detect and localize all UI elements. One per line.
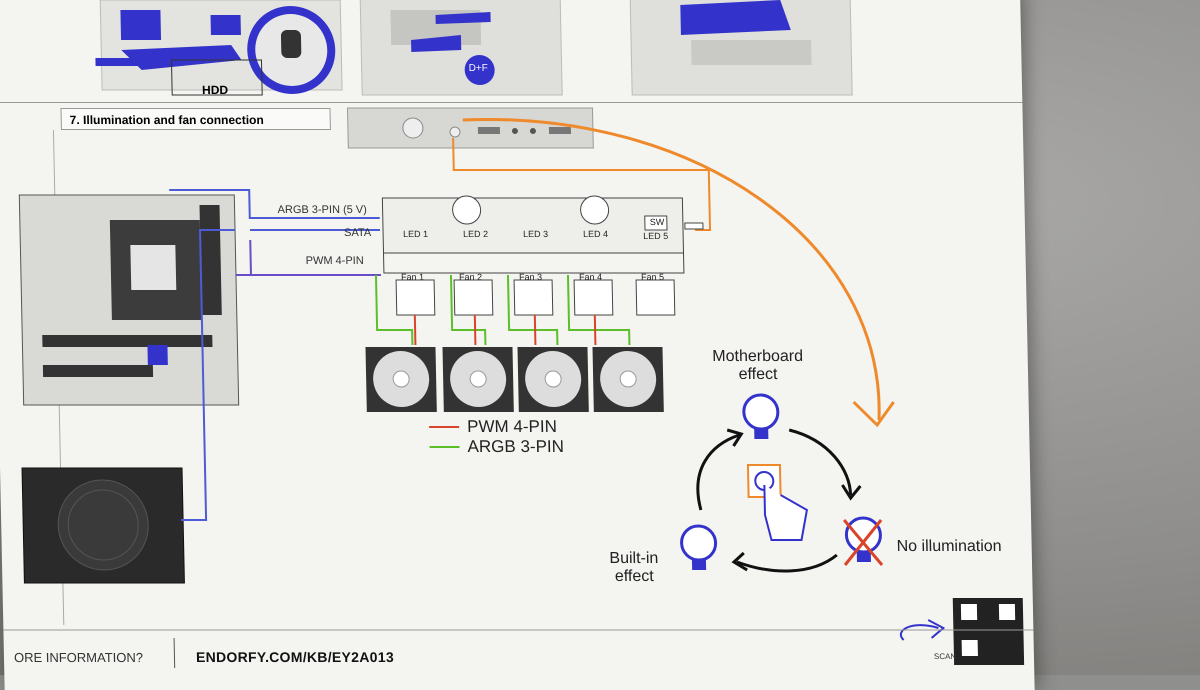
more-info-text: ORE INFORMATION?	[13, 650, 144, 665]
label-builtin-effect: Built-in effect	[609, 550, 659, 585]
label-no-illumination: No illumination	[896, 538, 1002, 555]
manual-page: HDD D+F 7. Illumination and fan connecti…	[0, 0, 1035, 690]
hub-led-2: LED 2	[463, 229, 489, 239]
hub-fan-5: Fan 5	[640, 272, 665, 282]
hub-fan-4: Fan 4	[578, 272, 603, 282]
hub-fan-1: Fan 1	[400, 272, 425, 282]
sata-wire-label: SATA	[343, 227, 372, 239]
legend-pwm: PWM 4-PIN	[466, 417, 558, 436]
hub-led-3: LED 3	[523, 229, 549, 239]
led-button	[449, 126, 461, 138]
hub-led-1: LED 1	[403, 229, 429, 239]
usb-port-2	[548, 127, 572, 134]
legend-argb: ARGB 3-PIN	[467, 437, 565, 456]
hub-fan-2: Fan 2	[458, 272, 483, 282]
bulb-builtin	[680, 524, 718, 570]
connection-diagram	[3, 107, 1034, 665]
case-illustrations	[95, 0, 853, 96]
power-button	[402, 117, 424, 139]
bulb-none	[842, 516, 884, 566]
pwm-wire-label: PWM 4-PIN	[305, 255, 364, 267]
fan-hub	[381, 197, 685, 254]
usb-port-1	[477, 127, 501, 134]
hub-fan-3: Fan 3	[518, 272, 543, 282]
hub-sw-label: SW	[649, 217, 665, 227]
footer-url[interactable]: ENDORFY.COM/KB/EY2A013	[195, 649, 395, 665]
hub-led-5: LED 5	[643, 231, 669, 241]
label-motherboard-effect: Motherboard effect	[712, 348, 804, 383]
hub-led-4: LED 4	[583, 229, 609, 239]
hand-icon	[763, 485, 809, 541]
argb-wire-label: ARGB 3-PIN (5 V)	[277, 204, 367, 216]
bulb-motherboard	[742, 393, 780, 439]
top-illustrations: HDD D+F	[0, 0, 1022, 100]
fan-connectors	[395, 279, 676, 316]
scan-label: SCAN	[933, 652, 957, 661]
front-io-panel	[346, 107, 594, 149]
fans	[365, 347, 664, 412]
